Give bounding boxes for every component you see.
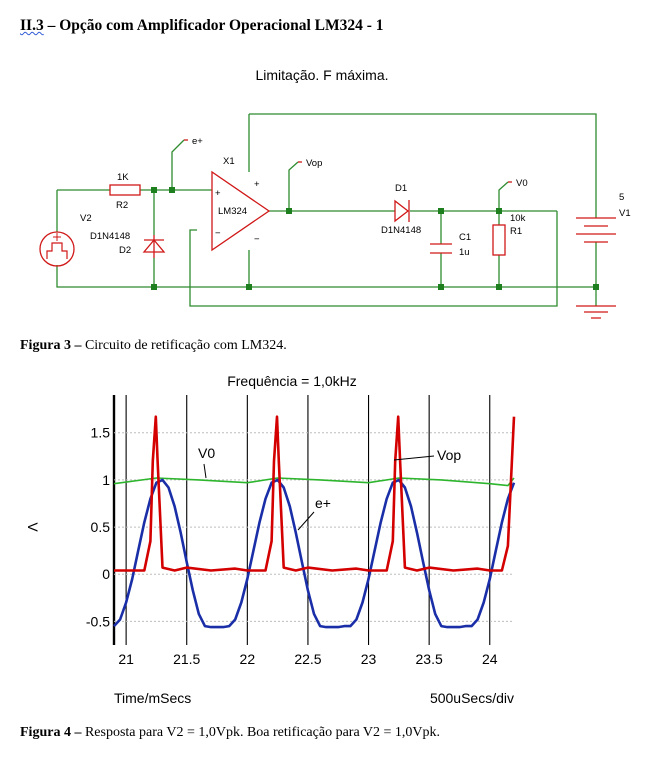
x-tick-labels: 21 21.5 22 22.5 23 23.5 24 <box>118 651 497 667</box>
x-tick-label: 24 <box>482 651 498 667</box>
label-v1-value: 5 <box>619 192 624 203</box>
series-line-v0 <box>113 477 515 487</box>
y-tick-label: 0 <box>102 566 110 582</box>
annotation-leader-v0 <box>203 463 207 479</box>
opamp-x1 <box>211 170 271 252</box>
wires <box>56 113 597 307</box>
section-number: II.3 <box>20 17 44 34</box>
figure-4-label: Figura 4 – <box>20 725 82 740</box>
label-d2-name: D2 <box>119 245 131 256</box>
label-minus-input: − <box>215 228 221 239</box>
y-tick-label: 0.5 <box>91 519 111 535</box>
y-axis-label: V <box>25 522 41 532</box>
section-heading: II.3 – Opção com Amplificador Operaciona… <box>20 17 384 35</box>
label-plus-input: + <box>215 188 221 199</box>
resistor-r1 <box>492 224 506 256</box>
junction-nodes <box>151 187 599 290</box>
capacitor-c1 <box>430 243 452 254</box>
label-d2-model: D1N4148 <box>90 231 130 242</box>
probes <box>184 139 512 183</box>
y-tick-labels: 1.5 1 0.5 0 -0.5 <box>86 425 110 630</box>
figure-4-text: Resposta para V2 = 1,0Vpk. Boa retificaç… <box>81 725 441 740</box>
resistor-r2 <box>109 184 141 196</box>
probe-label-vop: Vop <box>306 158 322 169</box>
label-d1-name: D1 <box>395 183 407 194</box>
figure-3-text: Circuito de retificação com LM324. <box>81 338 287 353</box>
probe-label-v0: V0 <box>516 178 528 189</box>
circuit-schematic: Limitação. F máxima. <box>39 67 631 319</box>
figure-3-label: Figura 3 – <box>20 338 82 353</box>
annotation-vop: Vop <box>437 447 461 463</box>
ground-symbol <box>576 305 616 319</box>
circuit-title: Limitação. F máxima. <box>255 67 388 83</box>
label-v2: V2 <box>80 213 92 224</box>
y-tick-label: 1 <box>102 472 110 488</box>
figure-4-caption: Figura 4 – Resposta para V2 = 1,0Vpk. Bo… <box>20 725 440 741</box>
y-tick-label: -0.5 <box>86 613 110 629</box>
label-supply-minus: − <box>254 234 260 245</box>
x-tick-label: 21.5 <box>173 651 200 667</box>
label-r2-name: R2 <box>116 200 128 211</box>
battery-v1 <box>576 217 616 243</box>
source-v2 <box>39 231 75 267</box>
chart-annotations: V0 Vop e+ <box>198 445 461 531</box>
annotation-v0: V0 <box>198 445 215 461</box>
figure-3-caption: Figura 3 – Circuito de retificação com L… <box>20 338 287 354</box>
diode-d2 <box>142 235 166 258</box>
annotation-leader-eplus <box>297 511 315 531</box>
label-v1-name: V1 <box>619 208 631 219</box>
circuit-components <box>39 139 616 319</box>
section-title: – Opção com Amplificador Operacional LM3… <box>43 17 384 34</box>
probe-label-eplus: e+ <box>192 136 203 147</box>
x-tick-label: 22 <box>240 651 256 667</box>
x-tick-label: 22.5 <box>294 651 321 667</box>
chart-series <box>113 415 516 629</box>
annotation-eplus: e+ <box>315 495 331 511</box>
label-x1: X1 <box>223 156 235 167</box>
label-r2-value: 1K <box>117 172 129 183</box>
annotation-leader-vop <box>393 455 435 461</box>
label-d1-model: D1N4148 <box>381 225 421 236</box>
series-line-eplus <box>113 478 516 629</box>
label-c1-name: C1 <box>459 232 471 243</box>
label-c1-value: 1u <box>459 247 470 258</box>
x-axis-scale-label: 500uSecs/div <box>430 690 514 706</box>
x-axis-label: Time/mSecs <box>114 690 191 706</box>
chart-grid <box>112 395 514 645</box>
chart-title: Frequência = 1,0kHz <box>227 373 357 389</box>
label-opamp: LM324 <box>218 206 247 217</box>
x-tick-label: 23 <box>361 651 377 667</box>
y-tick-label: 1.5 <box>91 425 111 441</box>
label-r1-name: R1 <box>510 226 522 237</box>
label-r1-value: 10k <box>510 213 526 224</box>
label-supply-plus: + <box>254 179 260 190</box>
x-tick-label: 23.5 <box>416 651 443 667</box>
diode-d1 <box>394 199 410 223</box>
x-tick-label: 21 <box>118 651 134 667</box>
series-line-vop <box>114 415 516 572</box>
